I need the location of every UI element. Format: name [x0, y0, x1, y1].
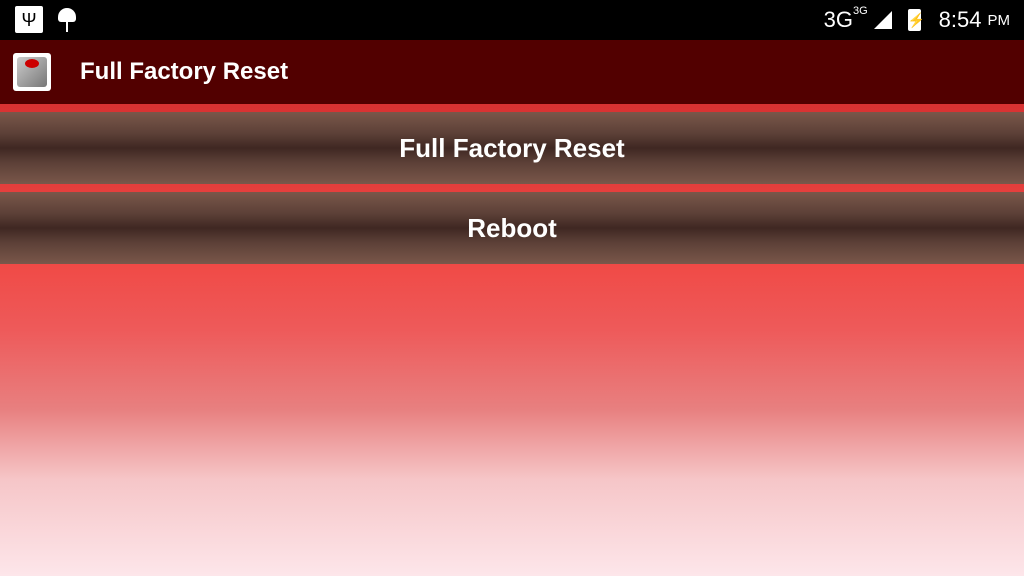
clock-ampm: PM	[987, 11, 1011, 29]
network-label: 3G	[823, 7, 853, 32]
android-debug-icon	[58, 8, 76, 32]
app-icon	[13, 53, 51, 91]
status-bar: Ψ 3G3G ⚡ 8:54 PM	[0, 0, 1024, 40]
app-title: Full Factory Reset	[80, 58, 289, 85]
network-small-label: 3G	[852, 5, 868, 17]
full-factory-reset-button[interactable]: Full Factory Reset	[0, 112, 1024, 184]
app-bar: Full Factory Reset	[0, 40, 1024, 104]
network-type: 3G3G	[823, 5, 868, 33]
battery-charging-icon: ⚡	[907, 9, 925, 31]
signal-icon	[873, 11, 892, 29]
clock: 8:54	[938, 7, 982, 32]
reboot-button[interactable]: Reboot	[0, 192, 1024, 264]
usb-icon: Ψ	[15, 6, 43, 33]
